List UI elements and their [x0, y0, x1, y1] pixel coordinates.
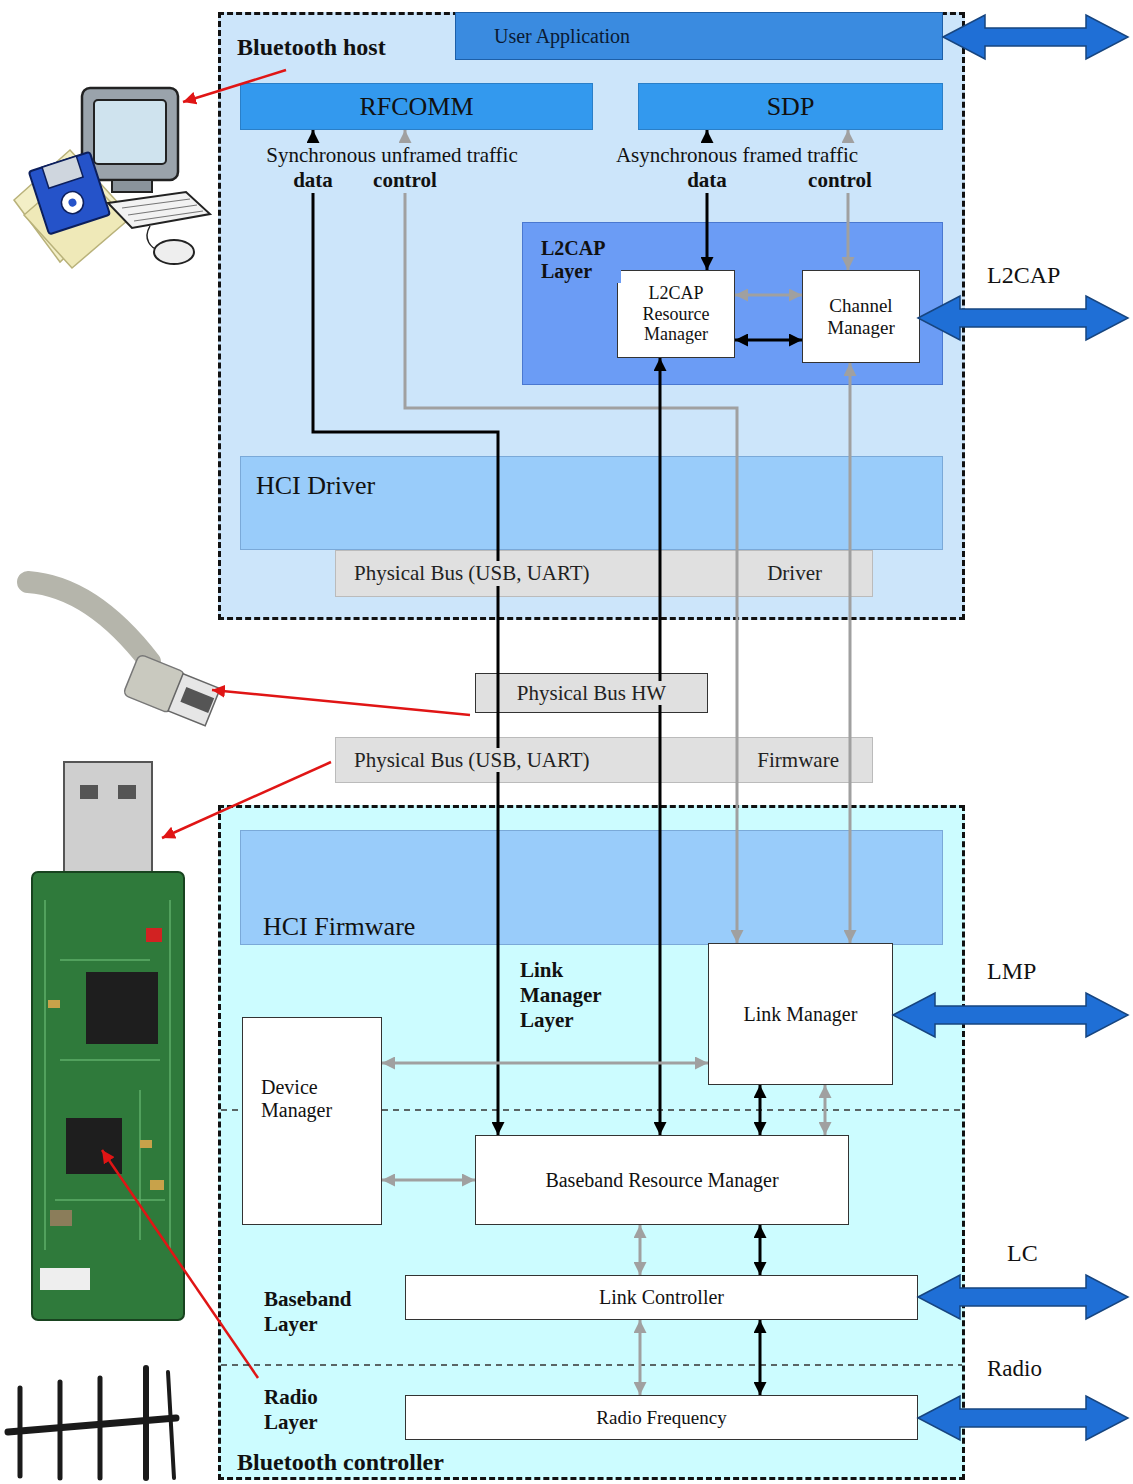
layer-divider: [221, 1110, 962, 1365]
label-slot: L2CAP: [985, 262, 1105, 289]
box-label: Device Manager: [261, 1076, 365, 1122]
data-link: [759, 1085, 762, 1135]
controller-region: Bluetooth controller HCI FirmwareDevice M…: [218, 805, 965, 1480]
channel-label: data: [685, 168, 729, 193]
data-link: [706, 130, 709, 270]
layer-label: Radio Layer: [262, 1385, 342, 1435]
layer-box: L2CAP LayerL2CAP Resource Manager Channel…: [522, 222, 943, 385]
label-slot: LC: [1005, 1240, 1105, 1267]
box-label: Physical Bus (USB, UART): [354, 561, 590, 585]
label-slot: control: [690, 168, 990, 193]
control-link: [405, 130, 737, 943]
interface-label: Radio: [985, 1356, 1044, 1382]
data-link: [659, 358, 662, 1135]
firmware-box: HCI Firmware: [240, 830, 943, 945]
box-label: Channel Manager: [807, 295, 915, 339]
traffic-label: Asynchronous framed traffic: [614, 143, 860, 168]
control-link: [849, 363, 852, 943]
data-link: [759, 1225, 762, 1275]
control-link: [382, 1179, 475, 1182]
usb-cable-illustration: [28, 582, 221, 728]
interface-arrow: [893, 15, 1128, 1440]
control-link: [639, 1225, 642, 1275]
label-slot: Link Manager Layer: [518, 958, 618, 1033]
data-link: [759, 1320, 762, 1395]
protocol-box: RFCOMM: [240, 83, 593, 130]
controller-box: Link Controller: [405, 1275, 918, 1320]
interface-label: LMP: [985, 958, 1038, 985]
box-label: Physical Bus (USB, UART): [354, 748, 590, 772]
label-slot: Radio Layer: [262, 1385, 342, 1435]
label-slot: Radio: [985, 1356, 1105, 1382]
leader-arrow: [102, 70, 470, 1378]
bus-box: Physical Bus HW: [475, 673, 708, 713]
manager-box: Link Manager: [708, 943, 893, 1085]
box-label: Link Manager: [744, 1003, 858, 1026]
manager-box: Device Manager: [242, 1017, 382, 1225]
layer-label: Link Manager Layer: [518, 958, 618, 1033]
label-slot: Synchronous unframed traffic: [242, 143, 542, 168]
application-box: User Application: [455, 12, 943, 60]
driver-box: HCI Driver: [240, 456, 943, 550]
protocol-box: SDP: [638, 83, 943, 130]
host-region: Bluetooth host User ApplicationRFCOMM SDP L…: [218, 12, 965, 620]
interface-label: L2CAP: [985, 262, 1062, 289]
data-link: [735, 339, 802, 342]
region-title: Bluetooth host: [237, 34, 386, 62]
interface-label: LC: [1005, 1240, 1040, 1267]
manager-box: Baseband Resource Manager: [475, 1135, 849, 1225]
box-label: RFCOMM: [359, 92, 473, 122]
layer-label: Baseband Layer: [262, 1287, 372, 1337]
bus-box: Physical Bus (USB, UART) Driver: [335, 550, 873, 597]
control-link: [824, 1085, 827, 1135]
control-link: [847, 130, 850, 270]
dongle-illustration: [32, 762, 184, 1320]
box-label: HCI Driver: [256, 471, 375, 501]
box-label: Firmware: [757, 748, 839, 772]
radio-box: Radio Frequency: [405, 1395, 918, 1440]
label-slot: Asynchronous framed traffic: [587, 143, 887, 168]
box-label: Baseband Resource Manager: [545, 1169, 778, 1192]
channel-label: control: [806, 168, 874, 193]
box-label: Radio Frequency: [596, 1407, 726, 1429]
control-link: [735, 294, 802, 297]
box-label: SDP: [767, 92, 815, 122]
box-label: L2CAP Resource Manager: [622, 283, 730, 345]
box-label: Physical Bus HW: [517, 681, 666, 705]
label-slot: LMP: [985, 958, 1105, 985]
control-link: [639, 1320, 642, 1395]
region-title: Bluetooth controller: [237, 1449, 444, 1477]
box-label: Driver: [767, 561, 822, 585]
traffic-label: Synchronous unframed traffic: [264, 143, 520, 168]
manager-box: L2CAP Resource Manager: [617, 270, 735, 358]
control-link: [382, 1062, 708, 1065]
computer-illustration: [14, 88, 210, 268]
manager-box: Channel Manager: [802, 270, 920, 363]
box-label: HCI Firmware: [263, 912, 415, 942]
box-label: User Application: [494, 25, 630, 48]
channel-label: data: [291, 168, 335, 193]
channel-label: control: [371, 168, 439, 193]
box-label: L2CAP Layer: [541, 237, 621, 283]
bus-box: Physical Bus (USB, UART) Firmware: [335, 737, 873, 783]
label-slot: Baseband Layer: [262, 1287, 372, 1337]
data-link: [313, 130, 498, 1135]
box-label: Link Controller: [599, 1286, 724, 1309]
antenna-illustration: [8, 1368, 176, 1478]
